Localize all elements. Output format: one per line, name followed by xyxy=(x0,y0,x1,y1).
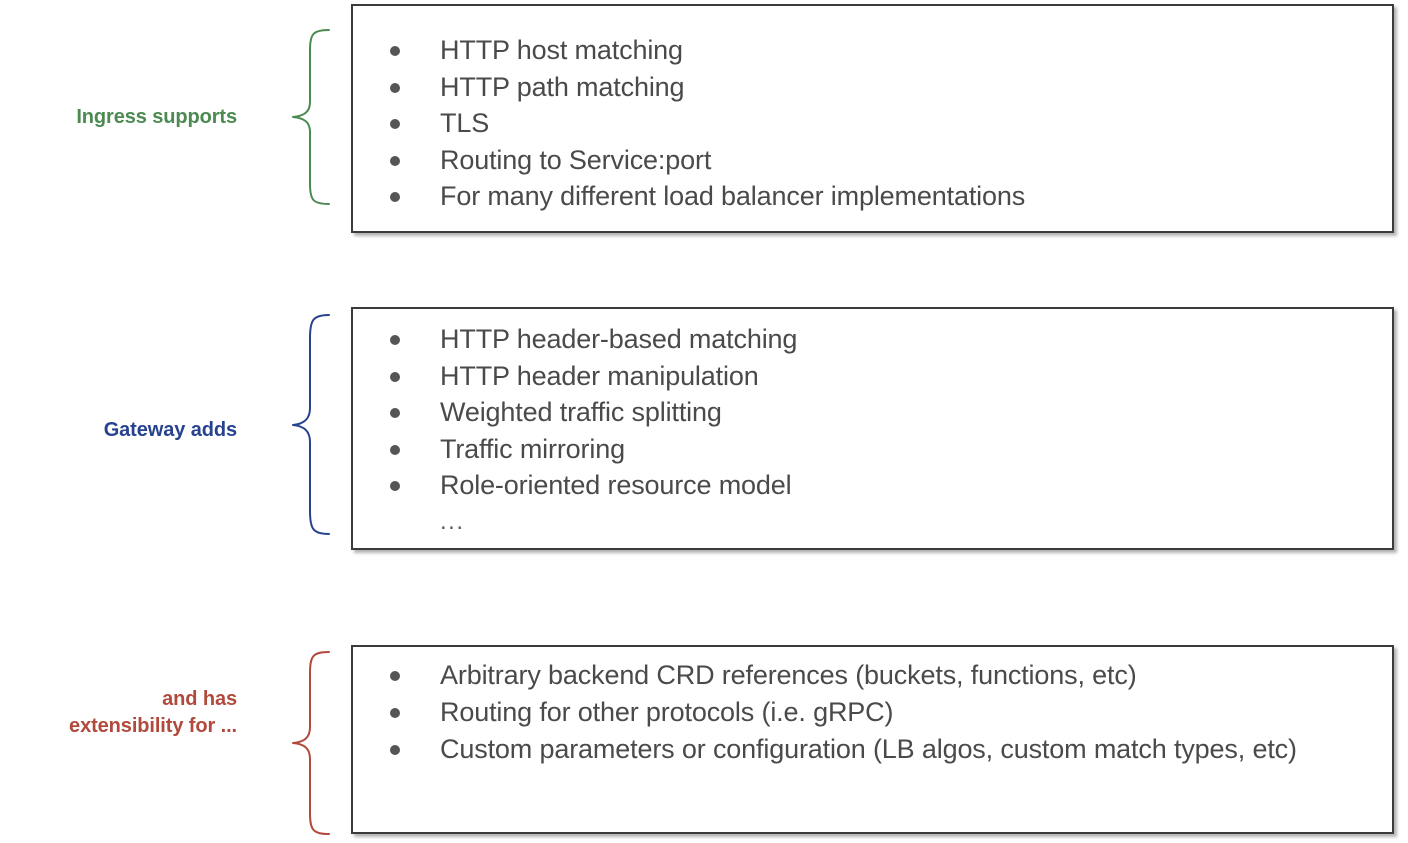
list-item-label: Weighted traffic splitting xyxy=(440,397,722,427)
bullet-dot-icon xyxy=(390,444,400,455)
list-item: HTTP host matching xyxy=(353,32,1392,69)
list-item-label: ... xyxy=(440,507,465,535)
list-item: Role-oriented resource model xyxy=(353,467,1392,504)
bullet-dot-icon xyxy=(390,481,400,491)
list-item-label: HTTP header manipulation xyxy=(440,360,759,391)
list-item: Routing to Service:port xyxy=(353,142,1392,179)
list-item-label: Arbitrary backend CRD references (bucket… xyxy=(440,660,1137,690)
list-item-ellipsis: ... xyxy=(353,504,1392,541)
brace-gateway xyxy=(291,313,331,538)
bullet-dot-icon xyxy=(390,335,400,345)
content-box-ingress: HTTP host matching HTTP path matching TL… xyxy=(351,4,1394,233)
list-item: HTTP path matching xyxy=(353,69,1392,106)
list-item: HTTP header manipulation xyxy=(353,358,1392,395)
bullet-dot-icon xyxy=(390,192,400,202)
list-item: TLS xyxy=(353,105,1392,142)
list-item: For many different load balancer impleme… xyxy=(353,178,1392,215)
group-label-ingress: Ingress supports xyxy=(76,106,237,128)
list-item-label: Custom parameters or configuration (LB a… xyxy=(440,734,1297,764)
list-item-label: Routing to Service:port xyxy=(440,144,712,175)
brace-ingress xyxy=(291,28,331,206)
bullet-list-extensibility: Arbitrary backend CRD references (bucket… xyxy=(353,647,1392,768)
bullet-list-ingress: HTTP host matching HTTP path matching TL… xyxy=(353,6,1392,215)
group-label-extensibility: and has extensibility for ... xyxy=(69,688,237,737)
bullet-dot-icon xyxy=(390,408,400,418)
list-item: Weighted traffic splitting xyxy=(353,394,1392,431)
bullet-dot-icon xyxy=(390,745,400,755)
list-item: Routing for other protocols (i.e. gRPC) xyxy=(353,694,1392,731)
list-item-label: Routing for other protocols (i.e. gRPC) xyxy=(440,697,894,727)
list-item: Arbitrary backend CRD references (bucket… xyxy=(353,657,1392,694)
list-item-label: For many different load balancer impleme… xyxy=(440,181,1026,211)
list-item-label: TLS xyxy=(440,108,490,138)
bullet-dot-icon xyxy=(390,371,400,382)
list-item-label: HTTP path matching xyxy=(440,71,685,102)
bullet-dot-icon xyxy=(390,119,400,129)
list-item: HTTP header-based matching xyxy=(353,321,1392,358)
list-item-label: HTTP host matching xyxy=(440,35,683,65)
list-item: Custom parameters or configuration (LB a… xyxy=(353,731,1392,768)
brace-extensibility xyxy=(291,650,331,836)
bullet-dot-icon xyxy=(390,82,400,93)
list-item-label: Role-oriented resource model xyxy=(440,470,792,500)
list-item-label: Traffic mirroring xyxy=(440,433,625,464)
bullet-list-gateway: HTTP header-based matching HTTP header m… xyxy=(353,309,1392,540)
bullet-dot-icon xyxy=(390,671,400,681)
group-label-gateway: Gateway adds xyxy=(103,419,237,441)
list-item: Traffic mirroring xyxy=(353,431,1392,468)
content-box-extensibility: Arbitrary backend CRD references (bucket… xyxy=(351,645,1394,834)
content-box-gateway: HTTP header-based matching HTTP header m… xyxy=(351,307,1394,550)
bullet-dot-icon xyxy=(390,155,400,166)
bullet-dot-icon xyxy=(390,46,400,56)
list-item-label: HTTP header-based matching xyxy=(440,324,798,354)
bullet-dot-icon xyxy=(390,708,400,718)
